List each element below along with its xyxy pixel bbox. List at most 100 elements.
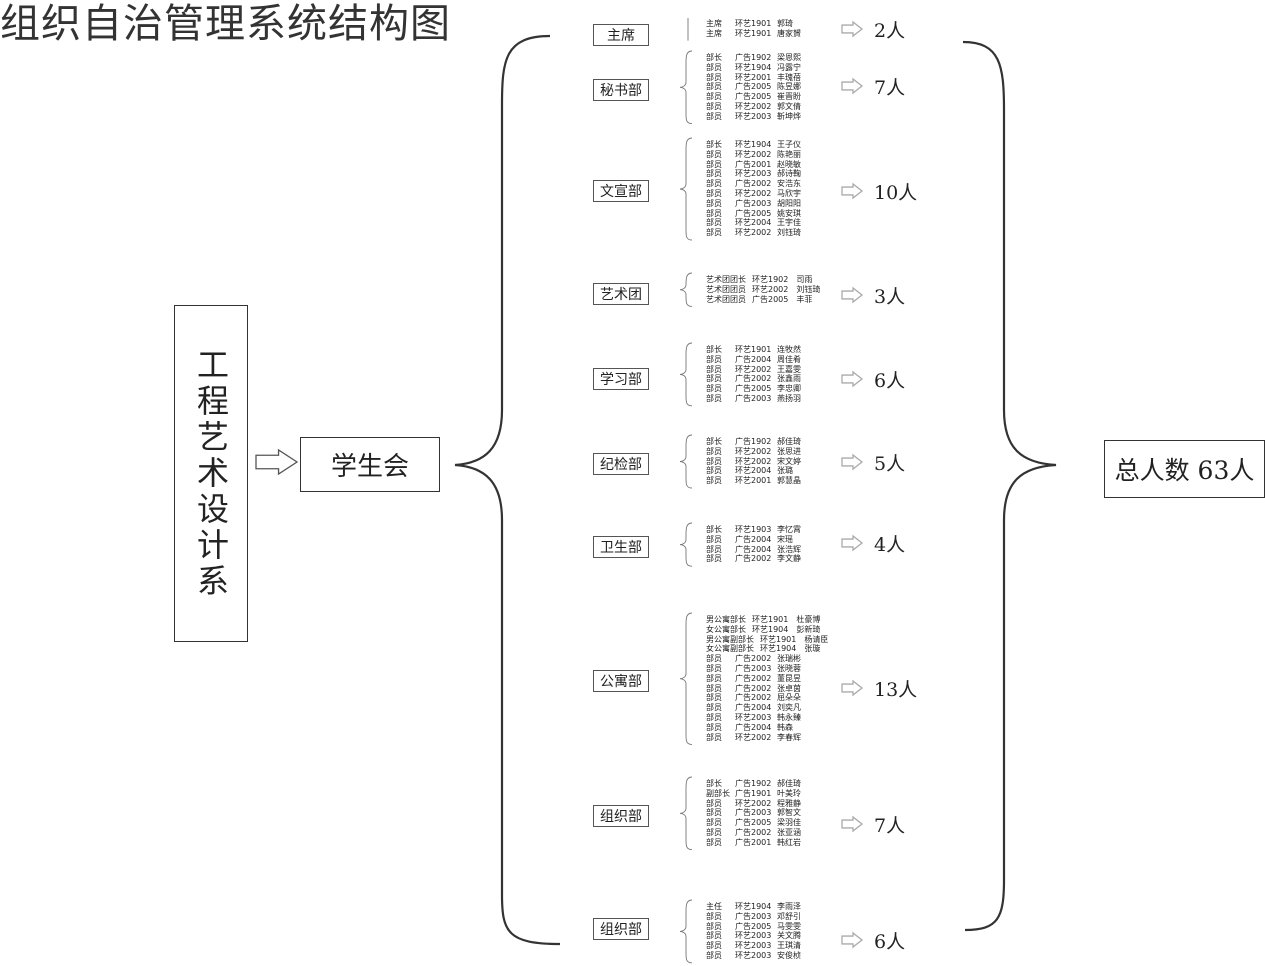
member-role: 部员 (706, 663, 722, 673)
member-role: 部员 (706, 111, 722, 121)
department-to-council-arrow (255, 448, 299, 476)
total-count-box: 总人数 63人 (1104, 440, 1265, 498)
member-class: 环艺2002 (735, 149, 772, 159)
member-role: 部员 (706, 188, 722, 198)
member-brace (679, 522, 693, 567)
member-class: 广告1902 (735, 779, 772, 788)
group-count: 6人 (874, 370, 906, 392)
member-role: 部员 (706, 169, 722, 179)
count-arrow (841, 20, 864, 38)
count-arrow (841, 815, 864, 833)
member-name: 周佳肴 (777, 354, 801, 364)
group-label: 秘书部 (593, 79, 649, 101)
member-class: 广告2001 (735, 837, 772, 847)
member-role: 部员 (706, 827, 722, 837)
member-role: 部员 (706, 208, 722, 218)
member-name: 张亚涵 (777, 827, 801, 837)
member-class: 广告2002 (735, 673, 772, 683)
member-class: 环艺2004 (735, 466, 772, 476)
member-brace (679, 137, 693, 241)
member-role: 部长 (706, 53, 722, 62)
member-class: 环艺2002 (735, 364, 772, 374)
group-label: 学习部 (593, 368, 649, 390)
member-role: 部长 (706, 345, 722, 354)
member-name: 程雅静 (777, 798, 801, 808)
member-role: 部员 (706, 712, 722, 722)
member-class: 环艺1901 (735, 28, 772, 38)
member-role: 部员 (706, 798, 722, 808)
member-role: 部员 (706, 374, 722, 384)
member-role: 女公寓副部长 (706, 644, 754, 654)
count-arrow (841, 931, 864, 949)
member-name: 郭慧晶 (777, 476, 801, 486)
member-role: 主席 (706, 28, 722, 38)
member-class: 环艺1904 (752, 624, 789, 634)
group-count: 7人 (874, 77, 906, 99)
member-class: 广告2003 (735, 808, 772, 818)
count-arrow (841, 370, 864, 388)
member-name: 陈昱娜 (777, 82, 801, 92)
member-brace (679, 342, 693, 407)
group-label: 组织部 (593, 918, 649, 940)
member-class: 环艺2002 (735, 228, 772, 238)
member-name: 郭智文 (777, 808, 801, 818)
member-role: 部员 (706, 837, 722, 847)
member-role: 部员 (706, 808, 722, 818)
group-label: 公寓部 (593, 670, 649, 692)
member-name: 李春辉 (777, 732, 801, 742)
member-class: 环艺1901 (735, 19, 772, 28)
member-name: 李文静 (777, 554, 801, 564)
page-title: 组织自治管理系统结构图 (0, 1, 451, 47)
member-brace (679, 612, 693, 745)
member-class: 广告2003 (735, 198, 772, 208)
member-name: 连牧然 (777, 345, 801, 354)
member-role: 部员 (706, 544, 722, 554)
count-arrow (841, 453, 864, 471)
member-name: 王子仪 (777, 140, 801, 149)
member-name: 郝佳琦 (777, 437, 801, 446)
member-name: 刘钰琦 (796, 284, 821, 294)
member-class: 广告2002 (735, 654, 772, 664)
member-name: 郭文倩 (777, 101, 801, 111)
member-name: 丰瑰蓓 (777, 72, 801, 82)
member-name: 韩森 (777, 722, 793, 732)
member-class: 环艺1904 (735, 902, 772, 911)
member-role: 部员 (706, 950, 722, 960)
member-name: 郭琦 (777, 19, 793, 28)
member-role: 男公寓副部长 (706, 634, 754, 644)
member-name: 杜豪博 (796, 615, 821, 624)
member-class: 环艺2003 (735, 111, 772, 121)
member-name: 冯露宁 (777, 62, 801, 72)
member-role: 部员 (706, 911, 722, 921)
member-role: 部员 (706, 384, 722, 394)
count-arrow (841, 679, 864, 697)
count-arrow (841, 286, 864, 304)
member-name: 崔晋盼 (777, 92, 801, 102)
member-role: 部员 (706, 82, 722, 92)
member-role: 女公寓部长 (706, 624, 746, 634)
member-class: 广告2005 (735, 208, 772, 218)
member-class: 环艺2001 (735, 72, 772, 82)
member-name: 安浩东 (777, 179, 801, 189)
member-role: 部员 (706, 72, 722, 82)
